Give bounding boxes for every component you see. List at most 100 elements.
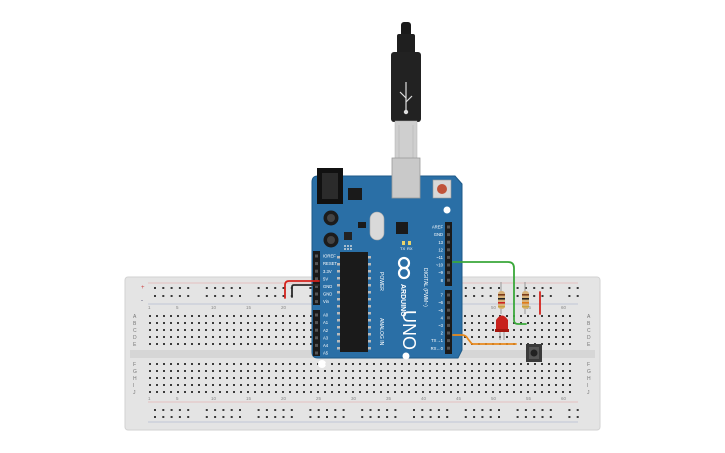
rail-plus-label: +	[141, 285, 145, 291]
row-letter: I	[133, 383, 134, 389]
row-letter: J	[587, 390, 590, 396]
pin-label: GND	[434, 232, 443, 237]
pin-label: GND	[323, 292, 332, 297]
row-letter: A	[133, 314, 137, 320]
analog-header-title: ANALOG IN	[378, 318, 384, 346]
column-number: 60	[561, 305, 567, 310]
pin-label: A2	[323, 328, 329, 333]
pin-label: ~11	[436, 255, 443, 260]
column-number: 15	[246, 305, 252, 310]
digital-header-top[interactable]	[445, 222, 452, 286]
row-letter: F	[587, 362, 590, 368]
row-letter: I	[587, 383, 588, 389]
pin-label: ~3	[438, 323, 443, 328]
digital-header-title: DIGITAL (PWM~)	[422, 268, 428, 307]
tx-led	[402, 241, 405, 245]
column-number: 15	[246, 396, 252, 401]
pin-label: 8	[441, 278, 444, 283]
column-number: 20	[281, 305, 287, 310]
analog-header[interactable]	[313, 310, 320, 356]
pin-label: ~5	[438, 308, 443, 313]
row-letter: B	[133, 321, 137, 327]
resistor-2[interactable]	[522, 282, 529, 314]
pin-label: ~6	[438, 300, 443, 305]
wire-black[interactable]	[291, 284, 320, 298]
digital-header-bottom[interactable]	[445, 290, 452, 354]
wire-orange[interactable]	[452, 334, 517, 345]
pin-label: RX←0	[431, 346, 444, 351]
column-number: 20	[281, 396, 287, 401]
pin-label: A0	[323, 313, 329, 318]
pin-label: A3	[323, 335, 329, 340]
column-number: 40	[421, 396, 427, 401]
pin-label: A5	[323, 351, 329, 356]
pin-label: 5V	[323, 276, 328, 281]
row-letter: A	[587, 314, 591, 320]
row-letter: J	[133, 390, 136, 396]
icsp-header	[344, 245, 352, 250]
arduino-logo: ARDUINO	[397, 256, 411, 317]
voltage-regulator	[348, 188, 362, 200]
row-letter: D	[133, 335, 137, 341]
pin-label: A1	[323, 320, 329, 325]
row-letter: H	[133, 376, 137, 382]
resistor-1[interactable]	[498, 282, 505, 314]
column-number: 35	[386, 396, 392, 401]
pin-label: GND	[323, 284, 332, 289]
column-number: 55	[526, 305, 532, 310]
column-number: 10	[211, 305, 217, 310]
mounting-hole	[318, 360, 326, 368]
rail-minus-label: -	[141, 298, 143, 304]
arduino-brand-text: ARDUINO	[399, 284, 406, 317]
row-letter: C	[587, 328, 591, 334]
red-led[interactable]	[495, 315, 509, 341]
pin-label: ~9	[438, 270, 443, 275]
usb-icon	[399, 82, 413, 115]
pin-label: 4	[441, 315, 444, 320]
reset-button-cap[interactable]	[437, 184, 447, 194]
pin-label: TX→1	[431, 338, 444, 343]
rx-label: RX	[407, 246, 413, 251]
power-header-title: POWER	[378, 272, 384, 291]
column-number: 1	[148, 396, 151, 401]
column-number: 50	[491, 305, 497, 310]
row-letter: E	[587, 342, 591, 348]
usb-cable[interactable]	[391, 22, 421, 162]
column-number: 60	[561, 396, 567, 401]
rx-led	[408, 241, 411, 245]
row-letter: C	[133, 328, 137, 334]
pin-label: AREF	[432, 225, 444, 230]
mounting-hole	[402, 352, 410, 360]
pin-label: 7	[441, 293, 444, 298]
row-letter: G	[133, 369, 137, 375]
usb-port	[391, 157, 421, 199]
column-number: 55	[526, 396, 532, 401]
row-letter: G	[587, 369, 591, 375]
row-letter: D	[587, 335, 591, 341]
pin-label: 12	[438, 247, 443, 252]
wire-green[interactable]	[452, 261, 527, 325]
atmega-chip	[340, 252, 368, 352]
pushbutton[interactable]	[526, 344, 542, 362]
pin-label: A4	[323, 343, 329, 348]
column-number: 30	[351, 396, 357, 401]
pin-label: RESET	[323, 261, 337, 266]
tx-label: TX	[400, 246, 405, 251]
column-number: 1	[148, 305, 151, 310]
column-number: 5	[176, 305, 179, 310]
wire-red[interactable]	[284, 280, 541, 315]
mounting-hole	[443, 206, 451, 214]
column-number: 45	[456, 396, 462, 401]
row-letter: E	[133, 342, 137, 348]
pin-label: Vin	[323, 299, 330, 304]
row-letter: F	[133, 362, 136, 368]
column-number: 10	[211, 396, 217, 401]
row-letter: B	[587, 321, 591, 327]
row-letter: H	[587, 376, 591, 382]
